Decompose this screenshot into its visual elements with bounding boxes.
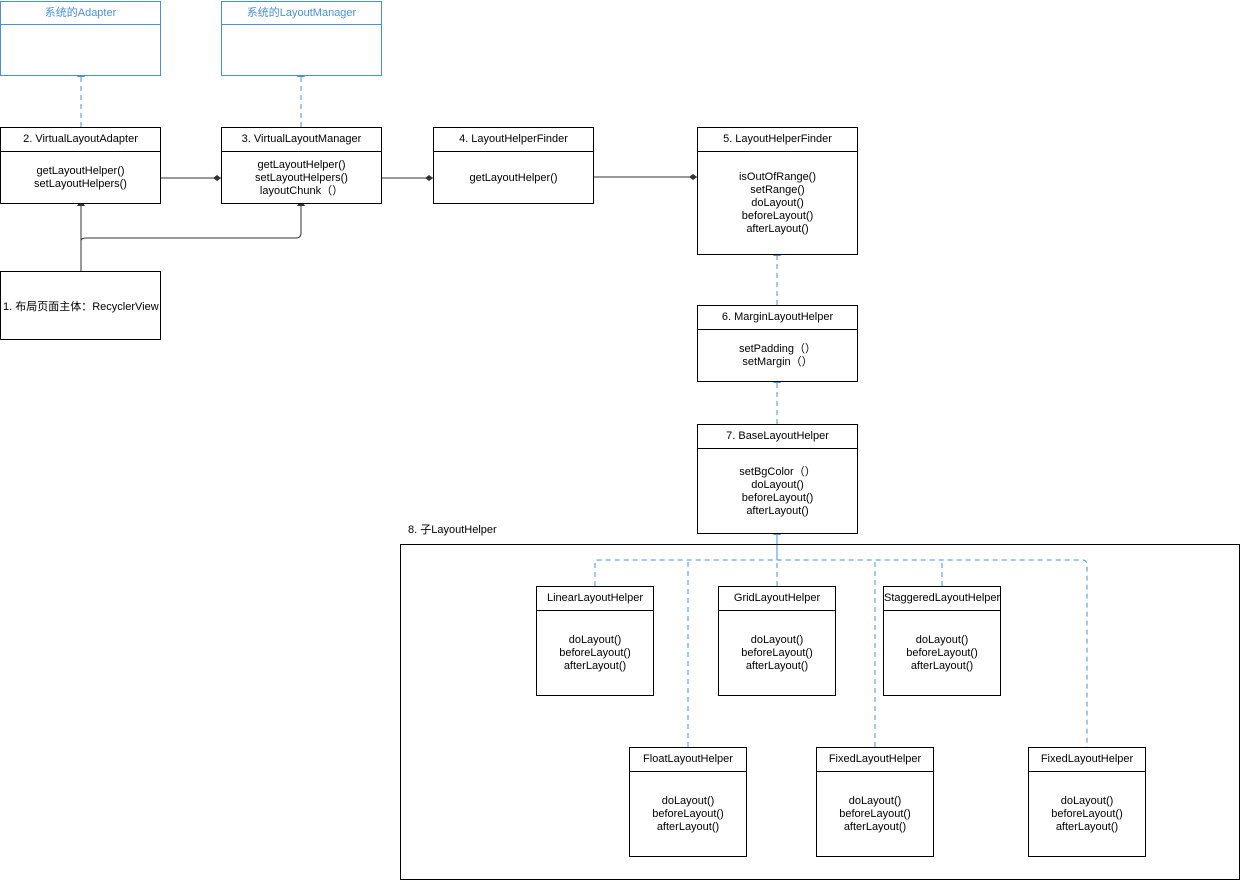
method: setBgColor（） xyxy=(739,465,816,478)
method-list: doLayout() beforeLayout() afterLayout() xyxy=(817,772,933,857)
class-title: 6. MarginLayoutHelper xyxy=(698,306,857,330)
method: beforeLayout() xyxy=(1051,808,1123,820)
base-layout-helper-class: 7. BaseLayoutHelper setBgColor（） doLayou… xyxy=(697,424,858,534)
method: beforeLayout() xyxy=(741,491,814,504)
method-list: getLayoutHelper() xyxy=(434,152,593,204)
method-list: doLayout() beforeLayout() afterLayout() xyxy=(630,772,746,857)
method: doLayout() xyxy=(750,634,804,646)
class-title: LinearLayoutHelper xyxy=(537,587,653,611)
method-list: doLayout() beforeLayout() afterLayout() xyxy=(884,611,1000,696)
method: afterLayout() xyxy=(1055,821,1119,833)
method: afterLayout() xyxy=(563,660,627,672)
method-list: setBgColor（） doLayout() beforeLayout() a… xyxy=(698,449,857,534)
staggered-layout-helper-class: StaggeredLayoutHelper doLayout() beforeL… xyxy=(883,586,1001,696)
margin-layout-helper-class: 6. MarginLayoutHelper setPadding（） setMa… xyxy=(697,305,858,382)
fixed-layout-helper-class: FixedLayoutHelper doLayout() beforeLayou… xyxy=(1028,747,1146,857)
method-list: doLayout() beforeLayout() afterLayout() xyxy=(1029,772,1145,857)
class-title: GridLayoutHelper xyxy=(719,587,835,611)
method: getLayoutHelper() xyxy=(469,171,558,184)
method: doLayout() xyxy=(661,795,715,807)
virtual-layout-adapter-class: 2. VirtualLayoutAdapter getLayoutHelper(… xyxy=(0,127,161,204)
method: setMargin（） xyxy=(742,356,813,368)
method-list: getLayoutHelper() setLayoutHelpers() xyxy=(1,152,160,204)
method: getLayoutHelper() xyxy=(257,158,346,171)
class-title: FixedLayoutHelper xyxy=(1029,748,1145,772)
class-title: 4. LayoutHelperFinder xyxy=(434,128,593,152)
node-label: 1. 布局页面主体：RecyclerView xyxy=(3,300,159,313)
method: doLayout() xyxy=(915,634,969,646)
recycler-view-node: 1. 布局页面主体：RecyclerView xyxy=(0,271,161,340)
layout-helper-finder-5-class: 5. LayoutHelperFinder isOutOfRange() set… xyxy=(697,127,858,255)
method: afterLayout() xyxy=(910,660,974,672)
method-list: isOutOfRange() setRange() doLayout() bef… xyxy=(698,152,857,255)
method: beforeLayout() xyxy=(652,808,724,820)
float-layout-helper-class: FloatLayoutHelper doLayout() beforeLayou… xyxy=(629,747,747,857)
class-title: FloatLayoutHelper xyxy=(630,748,746,772)
method: afterLayout() xyxy=(656,821,720,833)
method: doLayout() xyxy=(848,795,902,807)
method-list: setPadding（） setMargin（） xyxy=(698,330,857,382)
system-layout-manager-class: 系统的LayoutManager xyxy=(221,1,382,76)
method: afterLayout() xyxy=(843,821,907,833)
class-title: 系统的Adapter xyxy=(1,2,160,25)
method: doLayout() xyxy=(751,478,804,491)
method: setLayoutHelpers() xyxy=(34,178,127,190)
method: doLayout() xyxy=(751,197,804,209)
class-title: 2. VirtualLayoutAdapter xyxy=(1,128,160,152)
recyclerview-uses-manager xyxy=(80,199,305,245)
method: beforeLayout() xyxy=(839,808,911,820)
method: afterLayout() xyxy=(746,223,809,235)
method: setRange() xyxy=(750,184,805,196)
method: setLayoutHelpers() xyxy=(255,171,348,184)
class-title: StaggeredLayoutHelper xyxy=(884,587,1000,611)
method: beforeLayout() xyxy=(741,647,813,659)
virtual-layout-manager-class: 3. VirtualLayoutManager getLayoutHelper(… xyxy=(221,127,382,204)
method: layoutChunk（） xyxy=(259,184,344,197)
method: isOutOfRange() xyxy=(738,171,817,183)
method-list: doLayout() beforeLayout() afterLayout() xyxy=(719,611,835,696)
sub-helpers-extend-base-links xyxy=(594,559,1088,747)
layout-helper-finder-4-class: 4. LayoutHelperFinder getLayoutHelper() xyxy=(433,127,594,204)
linear-layout-helper-class: LinearLayoutHelper doLayout() beforeLayo… xyxy=(536,586,654,696)
method: setPadding（） xyxy=(738,343,817,355)
grid-layout-helper-class: GridLayoutHelper doLayout() beforeLayout… xyxy=(718,586,836,696)
method: beforeLayout() xyxy=(741,210,814,222)
method: doLayout() xyxy=(568,634,622,646)
system-adapter-class: 系统的Adapter xyxy=(0,1,161,76)
class-title: 系统的LayoutManager xyxy=(222,2,381,25)
sub-helpers-group-label: 8. 子LayoutHelper xyxy=(408,524,497,536)
class-title: 7. BaseLayoutHelper xyxy=(698,425,857,449)
class-title: 5. LayoutHelperFinder xyxy=(698,128,857,152)
method: beforeLayout() xyxy=(906,647,978,659)
class-title: 3. VirtualLayoutManager xyxy=(222,128,381,152)
method-list: getLayoutHelper() setLayoutHelpers() lay… xyxy=(222,152,381,204)
method-list: doLayout() beforeLayout() afterLayout() xyxy=(537,611,653,696)
method: doLayout() xyxy=(1060,795,1114,807)
class-title: FixedLayoutHelper xyxy=(817,748,933,772)
fixed-layout-helper-class: FixedLayoutHelper doLayout() beforeLayou… xyxy=(816,747,934,857)
method: afterLayout() xyxy=(745,660,809,672)
method: getLayoutHelper() xyxy=(36,165,125,177)
method: beforeLayout() xyxy=(559,647,631,659)
method: afterLayout() xyxy=(746,504,809,517)
